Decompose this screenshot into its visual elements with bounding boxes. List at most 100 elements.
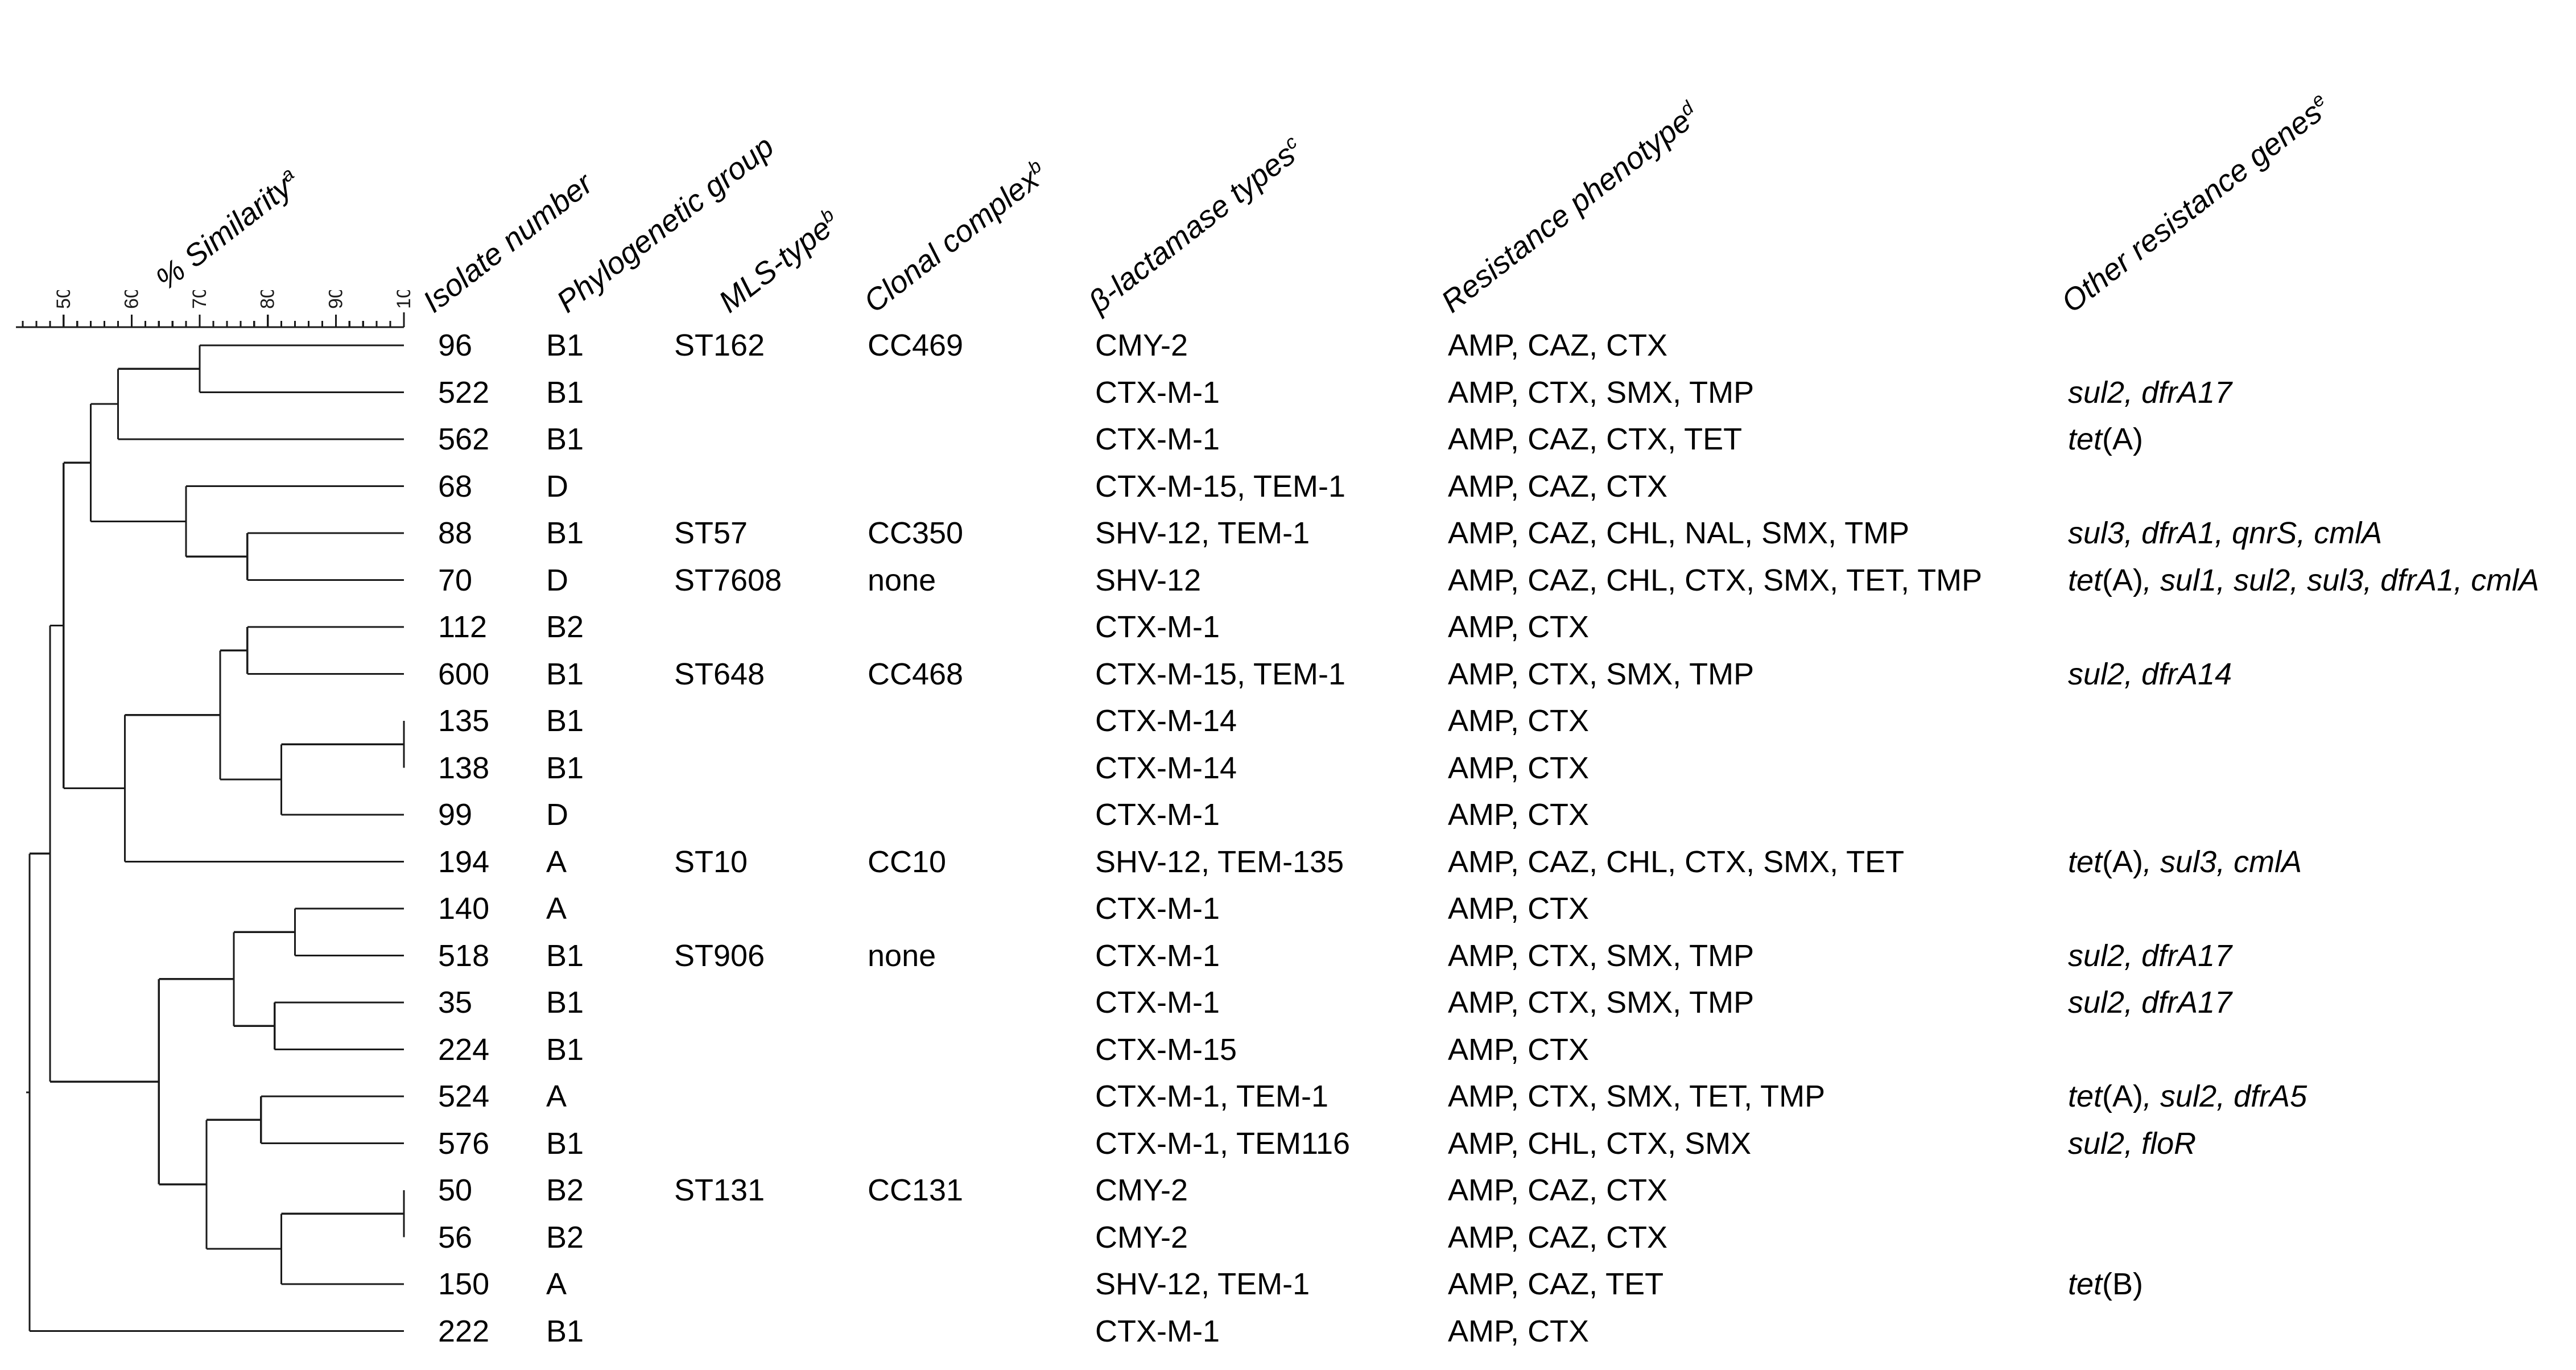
cell-beta-lactamase-types: CTX-M-14 (1095, 704, 1237, 738)
cell-isolate-number: 88 (438, 516, 473, 550)
cell-phylogenetic-group: D (546, 469, 568, 504)
cell-resistance-phenotype: AMP, CTX, SMX, TMP (1448, 657, 1755, 691)
cell-mls-type: ST131 (674, 1173, 765, 1207)
cell-phylogenetic-group: B1 (546, 985, 584, 1020)
cell-phylogenetic-group: B1 (546, 750, 584, 785)
cell-isolate-number: 524 (438, 1079, 490, 1113)
cell-isolate-number: 99 (438, 798, 473, 832)
cell-resistance-phenotype: AMP, CAZ, CTX (1448, 469, 1668, 504)
cell-mls-type: ST57 (674, 516, 748, 550)
cell-beta-lactamase-types: CMY-2 (1095, 1220, 1188, 1255)
cell-isolate-number: 35 (438, 985, 473, 1020)
cell-isolate-number: 56 (438, 1220, 473, 1255)
cell-resistance-phenotype: AMP, CAZ, TET (1448, 1267, 1664, 1301)
axis-tick-label: 100 (393, 290, 415, 309)
cell-mls-type: ST10 (674, 844, 748, 879)
cell-phylogenetic-group: B2 (546, 610, 584, 644)
cell-resistance-phenotype: AMP, CHL, CTX, SMX (1448, 1126, 1752, 1161)
cell-resistance-phenotype: AMP, CAZ, CHL, CTX, SMX, TET (1448, 844, 1905, 879)
cell-beta-lactamase-types: CTX-M-15, TEM-1 (1095, 469, 1346, 504)
cell-isolate-number: 70 (438, 563, 473, 597)
cell-phylogenetic-group: A (546, 1079, 567, 1113)
cell-beta-lactamase-types: CTX-M-1 (1095, 1314, 1220, 1348)
cell-phylogenetic-group: B1 (546, 657, 584, 691)
cell-beta-lactamase-types: CTX-M-1 (1095, 938, 1220, 973)
cell-beta-lactamase-types: SHV-12, TEM-1 (1095, 516, 1310, 550)
cell-resistance-phenotype: AMP, CAZ, CTX, TET (1448, 422, 1743, 456)
cell-phylogenetic-group: B1 (546, 938, 584, 973)
cell-beta-lactamase-types: CTX-M-14 (1095, 750, 1237, 785)
cell-other-resistance-genes: sul2, floR (2068, 1126, 2197, 1161)
cell-beta-lactamase-types: CTX-M-1 (1095, 610, 1220, 644)
cell-clonal-complex: CC350 (868, 516, 964, 550)
cell-resistance-phenotype: AMP, CTX, SMX, TMP (1448, 938, 1755, 973)
cell-isolate-number: 50 (438, 1173, 473, 1207)
axis-tick-label: 80 (257, 290, 279, 309)
cell-beta-lactamase-types: CTX-M-1, TEM-1 (1095, 1079, 1329, 1113)
cell-beta-lactamase-types: SHV-12, TEM-135 (1095, 844, 1344, 879)
cell-resistance-phenotype: AMP, CAZ, CTX (1448, 328, 1668, 362)
cell-beta-lactamase-types: CMY-2 (1095, 328, 1188, 362)
cell-mls-type: ST7608 (674, 563, 782, 597)
cell-beta-lactamase-types: CTX-M-1 (1095, 375, 1220, 410)
cell-phylogenetic-group: A (546, 1267, 567, 1301)
cell-resistance-phenotype: AMP, CAZ, CTX (1448, 1173, 1668, 1207)
axis-tick-label: 70 (189, 290, 210, 309)
cell-other-resistance-genes: tet(A), sul3, cmlA (2068, 844, 2302, 879)
cell-other-resistance-genes: tet(A) (2068, 422, 2144, 456)
cell-phylogenetic-group: B1 (546, 704, 584, 738)
cell-resistance-phenotype: AMP, CAZ, CHL, CTX, SMX, TET, TMP (1448, 563, 1983, 597)
cell-isolate-number: 140 (438, 892, 490, 926)
cell-isolate-number: 96 (438, 328, 473, 362)
cell-other-resistance-genes: sul2, dfrA14 (2068, 657, 2232, 691)
cell-phylogenetic-group: B1 (546, 1314, 584, 1348)
cell-other-resistance-genes: sul2, dfrA17 (2068, 938, 2232, 973)
cell-resistance-phenotype: AMP, CTX (1448, 610, 1590, 644)
cell-other-resistance-genes: tet(A), sul1, sul2, sul3, dfrA1, cmlA (2068, 563, 2540, 597)
cell-isolate-number: 522 (438, 375, 490, 410)
cell-phylogenetic-group: B2 (546, 1173, 584, 1207)
cell-beta-lactamase-types: CTX-M-1 (1095, 892, 1220, 926)
cell-phylogenetic-group: B1 (546, 422, 584, 456)
cell-isolate-number: 138 (438, 750, 490, 785)
cell-beta-lactamase-types: CTX-M-1 (1095, 985, 1220, 1020)
cell-isolate-number: 600 (438, 657, 490, 691)
cell-resistance-phenotype: AMP, CTX, SMX, TET, TMP (1448, 1079, 1826, 1113)
cell-isolate-number: 576 (438, 1126, 490, 1161)
cell-resistance-phenotype: AMP, CTX, SMX, TMP (1448, 985, 1755, 1020)
cell-clonal-complex: CC10 (868, 844, 947, 879)
cell-other-resistance-genes: sul2, dfrA17 (2068, 985, 2232, 1020)
axis-tick-label: 50 (53, 290, 75, 309)
cell-other-resistance-genes: tet(B) (2068, 1267, 2144, 1301)
cell-resistance-phenotype: AMP, CTX (1448, 750, 1590, 785)
cell-clonal-complex: CC468 (868, 657, 964, 691)
cell-beta-lactamase-types: CTX-M-1, TEM116 (1095, 1126, 1351, 1161)
cell-isolate-number: 222 (438, 1314, 490, 1348)
cell-resistance-phenotype: AMP, CTX (1448, 1314, 1590, 1348)
cell-phylogenetic-group: D (546, 563, 568, 597)
cell-other-resistance-genes: sul2, dfrA17 (2068, 375, 2232, 410)
cell-other-resistance-genes: tet(A), sul2, dfrA5 (2068, 1079, 2307, 1113)
cell-beta-lactamase-types: CMY-2 (1095, 1173, 1188, 1207)
cell-phylogenetic-group: A (546, 892, 567, 926)
cell-phylogenetic-group: B2 (546, 1220, 584, 1255)
cell-resistance-phenotype: AMP, CAZ, CTX (1448, 1220, 1668, 1255)
cell-phylogenetic-group: B1 (546, 516, 584, 550)
cell-phylogenetic-group: B1 (546, 328, 584, 362)
cell-resistance-phenotype: AMP, CTX (1448, 1032, 1590, 1067)
cell-isolate-number: 150 (438, 1267, 490, 1301)
cell-phylogenetic-group: B1 (546, 1032, 584, 1067)
cell-clonal-complex: none (868, 938, 936, 973)
cell-resistance-phenotype: AMP, CTX, SMX, TMP (1448, 375, 1755, 410)
cell-clonal-complex: CC469 (868, 328, 964, 362)
cell-resistance-phenotype: AMP, CTX (1448, 704, 1590, 738)
cell-resistance-phenotype: AMP, CAZ, CHL, NAL, SMX, TMP (1448, 516, 1910, 550)
cell-isolate-number: 194 (438, 844, 490, 879)
cell-isolate-number: 135 (438, 704, 490, 738)
cell-isolate-number: 224 (438, 1032, 490, 1067)
cell-clonal-complex: CC131 (868, 1173, 964, 1207)
cell-beta-lactamase-types: CTX-M-1 (1095, 422, 1220, 456)
